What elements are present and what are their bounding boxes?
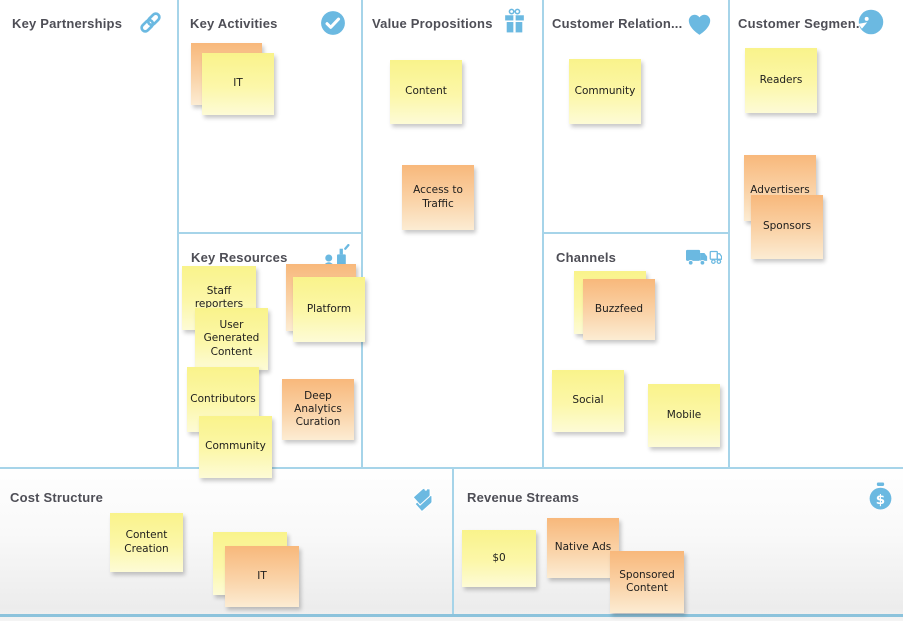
- grid-line-vertical-3: [542, 0, 544, 469]
- sticky-note-mobile[interactable]: Mobile: [648, 384, 720, 447]
- section-title-revenue-streams: Revenue Streams: [467, 490, 580, 505]
- sticky-note-zero-dollars[interactable]: $0: [462, 530, 536, 587]
- grid-line-cost-revenue-divider: [452, 469, 454, 616]
- sticky-note-community-resources[interactable]: Community: [199, 416, 272, 478]
- sticky-note-access-to-traffic[interactable]: Access to Traffic: [402, 165, 474, 230]
- price-tag-icon: [410, 483, 439, 513]
- sticky-note-content-creation[interactable]: Content Creation: [110, 513, 183, 572]
- grid-line-vertical-4: [728, 0, 730, 469]
- face-icon: [857, 8, 885, 36]
- section-title-cost-structure: Cost Structure: [10, 490, 104, 505]
- grid-line-vertical-1: [177, 0, 179, 469]
- sticky-note-it-activities[interactable]: IT: [202, 53, 274, 115]
- sticky-note-it-cost[interactable]: IT: [225, 546, 299, 607]
- svg-text:$: $: [876, 493, 885, 508]
- sticky-note-user-generated-content[interactable]: User Generated Content: [195, 308, 268, 370]
- grid-line-bottom-row-divider: [0, 467, 903, 469]
- heart-icon: [686, 11, 713, 36]
- gift-icon: [502, 8, 527, 35]
- sticky-note-platform[interactable]: Platform: [293, 277, 365, 342]
- section-title-channels: Channels: [556, 250, 617, 265]
- truck-icon: [686, 249, 723, 268]
- section-title-customer-segments: Customer Segmen...: [738, 16, 868, 31]
- money-bag-icon: $: [869, 482, 892, 511]
- board-bottom-edge-line: [0, 614, 903, 617]
- section-title-customer-relationships: Customer Relation...: [552, 16, 683, 31]
- sticky-note-social[interactable]: Social: [552, 370, 624, 432]
- section-title-value-propositions: Value Propositions: [372, 16, 493, 31]
- sticky-note-content[interactable]: Content: [390, 60, 462, 124]
- grid-line-key-activities-resources-divider: [177, 232, 363, 234]
- sticky-note-sponsored-content[interactable]: Sponsored Content: [610, 551, 684, 613]
- sticky-note-readers[interactable]: Readers: [745, 48, 817, 113]
- sticky-note-community-relationships[interactable]: Community: [569, 59, 641, 124]
- section-title-key-activities: Key Activities: [190, 16, 278, 31]
- grid-line-relationships-channels-divider: [542, 232, 730, 234]
- grid-line-vertical-2: [361, 0, 363, 469]
- sticky-note-buzzfeed[interactable]: Buzzfeed: [583, 279, 655, 340]
- sticky-note-native-ads[interactable]: Native Ads: [547, 518, 619, 578]
- section-title-key-resources: Key Resources: [191, 250, 288, 265]
- section-title-key-partnerships: Key Partnerships: [12, 16, 123, 31]
- link-icon: [137, 9, 164, 36]
- sticky-note-sponsors[interactable]: Sponsors: [751, 195, 823, 259]
- sticky-note-deep-analytics-curation[interactable]: Deep Analytics Curation: [282, 379, 354, 440]
- check-circle-icon: [320, 10, 346, 36]
